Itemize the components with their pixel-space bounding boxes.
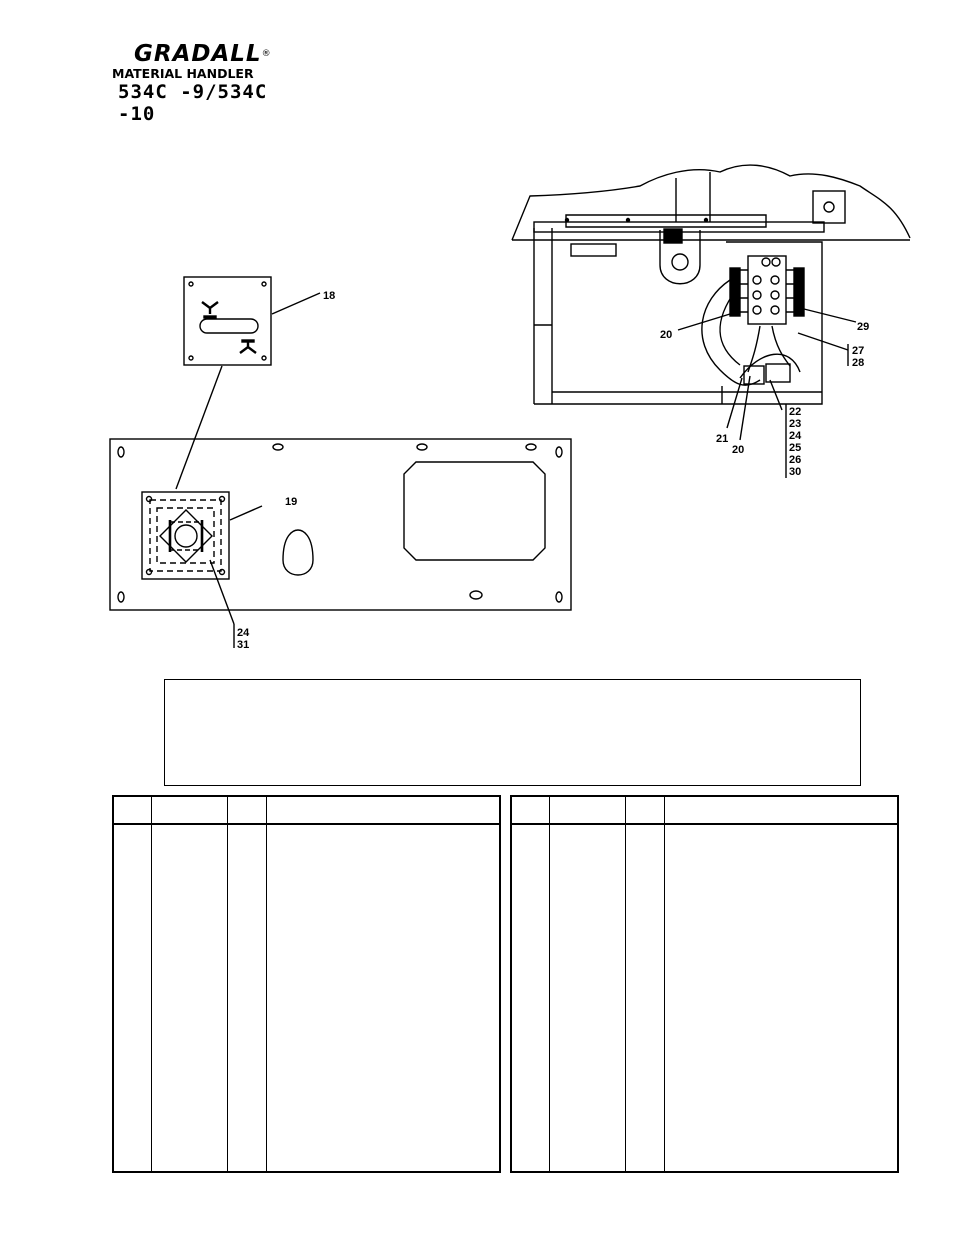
col-description bbox=[266, 796, 500, 825]
note-box bbox=[164, 679, 861, 786]
callout-29: 29 bbox=[857, 321, 869, 333]
parts-table-left bbox=[112, 795, 501, 1173]
callout-20-upper: 20 bbox=[660, 329, 672, 341]
registered-mark: ® bbox=[261, 49, 272, 59]
table-header-row bbox=[511, 796, 898, 825]
callout-18: 18 bbox=[323, 290, 335, 302]
panel-illustration bbox=[109, 438, 572, 648]
callout-labels: 18 19 20 29 27 28 22 23 24 25 26 30 21 2… bbox=[237, 290, 869, 651]
parts-diagram: 18 19 20 29 27 28 22 23 24 25 26 30 21 2… bbox=[109, 164, 911, 651]
brand-block: GRADALL® MATERIAL HANDLER 534C -9/534C -… bbox=[112, 42, 312, 125]
col-item bbox=[113, 796, 152, 825]
col-description bbox=[664, 796, 898, 825]
table-row bbox=[113, 824, 500, 1172]
col-part-number bbox=[151, 796, 228, 825]
callout-30: 30 bbox=[789, 466, 801, 478]
parts-table-right bbox=[510, 795, 899, 1173]
brand-logo: GRADALL® bbox=[112, 42, 312, 66]
col-part-number bbox=[549, 796, 626, 825]
model-number: 534C -9/534C -10 bbox=[118, 81, 268, 125]
col-item bbox=[511, 796, 550, 825]
callout-19: 19 bbox=[285, 496, 297, 508]
callout-25: 25 bbox=[789, 442, 801, 454]
callout-22: 22 bbox=[789, 406, 801, 418]
brand-subtitle: MATERIAL HANDLER bbox=[112, 66, 254, 81]
callout-24-panel: 24 bbox=[237, 627, 250, 639]
callout-26: 26 bbox=[789, 454, 801, 466]
callout-28: 28 bbox=[852, 357, 864, 369]
callout-31: 31 bbox=[237, 639, 249, 651]
callout-20-lower: 20 bbox=[732, 444, 744, 456]
indicator-plate-illustration bbox=[175, 276, 321, 490]
valve-assembly-illustration bbox=[511, 164, 911, 478]
brand-name: GRADALL bbox=[134, 41, 262, 67]
callout-21: 21 bbox=[716, 433, 728, 445]
callout-27: 27 bbox=[852, 345, 864, 357]
callout-24: 24 bbox=[789, 430, 802, 442]
table-row bbox=[511, 824, 898, 1172]
col-qty bbox=[625, 796, 665, 825]
table-header-row bbox=[113, 796, 500, 825]
callout-23: 23 bbox=[789, 418, 801, 430]
col-qty bbox=[227, 796, 267, 825]
